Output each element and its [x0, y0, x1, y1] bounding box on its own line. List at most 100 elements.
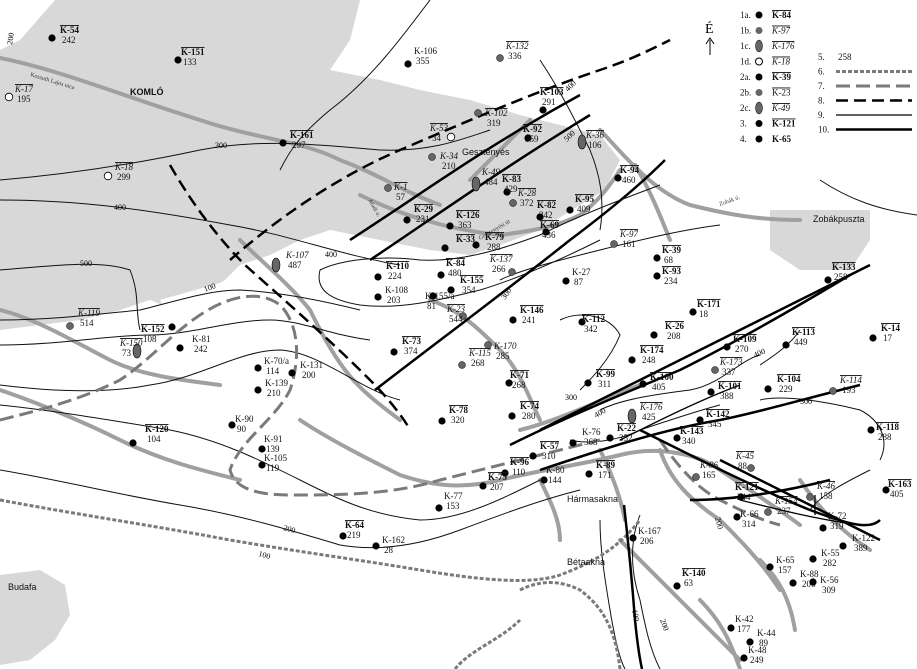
legend-row: 4.K-65 [740, 134, 791, 144]
contour-label: 100 [257, 549, 271, 561]
well-value: 193 [842, 385, 856, 395]
well-marker [503, 188, 511, 196]
well-marker [766, 563, 774, 571]
legend: 1a.K-841b.K-971c.K-1761d.K-182a.K-392b.K… [733, 2, 917, 147]
well-id: K-80 [546, 465, 565, 475]
well-id: K-115 [468, 348, 491, 358]
well-value: 340 [682, 436, 696, 446]
legend-row: 6. [818, 67, 912, 77]
contour-label: 400 [325, 250, 337, 259]
well-marker [529, 452, 537, 460]
well-id: K-146 [520, 305, 544, 315]
well-id: K-55 [821, 548, 840, 558]
well-id: K-17 [14, 84, 34, 94]
well-marker [746, 638, 754, 646]
well-value: 266 [492, 264, 506, 274]
well-value: 208 [667, 331, 681, 341]
well-value: 89 [759, 638, 769, 648]
legend-key: 5. [818, 52, 825, 62]
settlement-areas [0, 0, 870, 665]
well-marker [428, 153, 436, 161]
well-value: 63 [684, 578, 694, 588]
well-value: 299 [117, 172, 131, 182]
well-value: 244 [737, 492, 751, 502]
place-name: Bétaakna [567, 557, 605, 567]
well-marker [789, 579, 797, 587]
well-id: K-65 [776, 555, 795, 565]
well-value: 268 [512, 380, 526, 390]
place-name: Zobákpuszta [813, 214, 865, 224]
legend-row: 1c.K-176 [740, 39, 795, 53]
well-id: K-137 [489, 254, 513, 264]
well-marker [501, 469, 509, 477]
well-marker [824, 276, 832, 284]
well-id: K-89 [596, 460, 615, 470]
well-id: K-93 [662, 266, 681, 276]
legend-key: 10. [818, 125, 829, 135]
well-id: K-1 [393, 182, 408, 192]
legend-key: 1d. [740, 57, 751, 67]
well-value: 34 [432, 133, 442, 143]
well-value: 249 [750, 655, 764, 665]
legend-key: 7. [818, 81, 825, 91]
well-value: 119 [266, 463, 280, 473]
contour-label: 500 [80, 259, 92, 268]
well-id: K-91 [264, 434, 283, 444]
well-marker [471, 176, 481, 192]
well-marker [374, 293, 382, 301]
well-marker [819, 524, 827, 532]
well-value: 368 [584, 437, 598, 447]
well-id: K-56 [820, 575, 839, 585]
well-id: K-140 [682, 568, 706, 578]
well-marker [806, 493, 814, 501]
legend-key: 1c. [740, 41, 751, 51]
legend-row: 1a.K-84 [740, 10, 791, 20]
well-id: K-107 [285, 250, 309, 260]
legend-sample: K-49 [771, 103, 791, 113]
legend-background [733, 2, 917, 147]
well-marker [536, 213, 544, 221]
well-id: K-81 [192, 334, 211, 344]
well-value: 449 [794, 337, 808, 347]
legend-marker [755, 73, 763, 81]
well-marker [566, 206, 574, 214]
legend-sample: K-97 [771, 26, 791, 36]
well-marker [279, 139, 287, 147]
well-marker [384, 184, 392, 192]
well-marker [869, 334, 877, 342]
well-value: 133 [183, 57, 197, 67]
well-marker [4, 92, 14, 102]
well-value: 342 [584, 324, 598, 334]
well-id: K-126 [456, 210, 480, 220]
well-marker [390, 348, 398, 356]
well-id: K-161 [290, 130, 314, 140]
well-value: 311 [598, 379, 611, 389]
legend-key: 6. [818, 67, 825, 77]
well-id: K-155/a [425, 291, 455, 301]
